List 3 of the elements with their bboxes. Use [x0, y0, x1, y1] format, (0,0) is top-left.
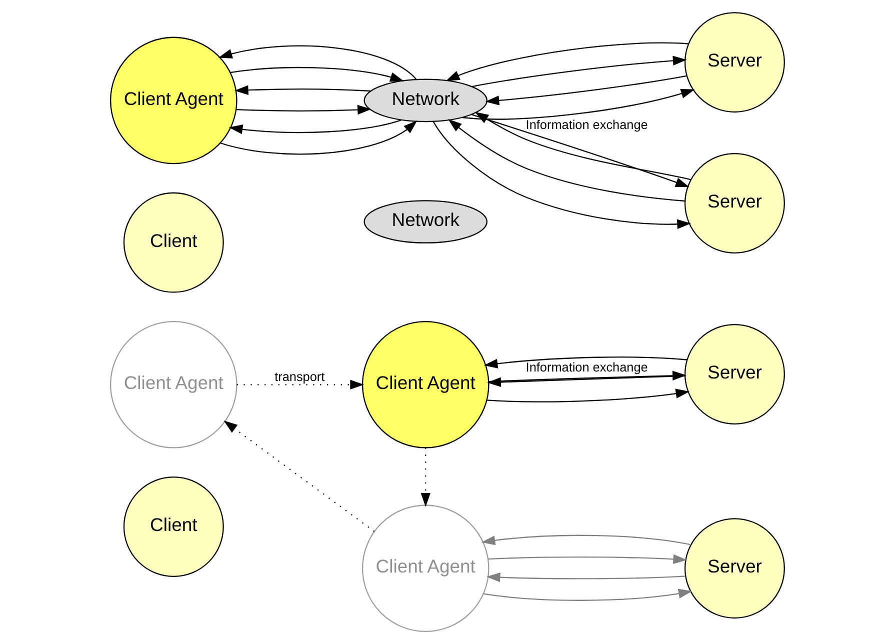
edge-label: Information exchange: [525, 360, 648, 375]
edge-label: Information exchange: [525, 118, 648, 132]
edge-label: transport: [274, 370, 324, 384]
